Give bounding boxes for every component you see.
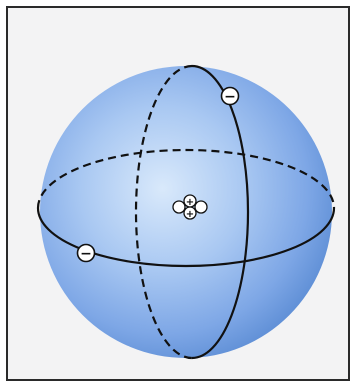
electron-charge: −: [224, 89, 236, 105]
proton-charge: +: [186, 209, 194, 220]
neutron: [195, 201, 207, 213]
electron-charge: −: [80, 246, 92, 262]
electron-lower: −: [78, 245, 95, 263]
neutron: [173, 201, 185, 213]
electron-upper: −: [222, 88, 239, 106]
